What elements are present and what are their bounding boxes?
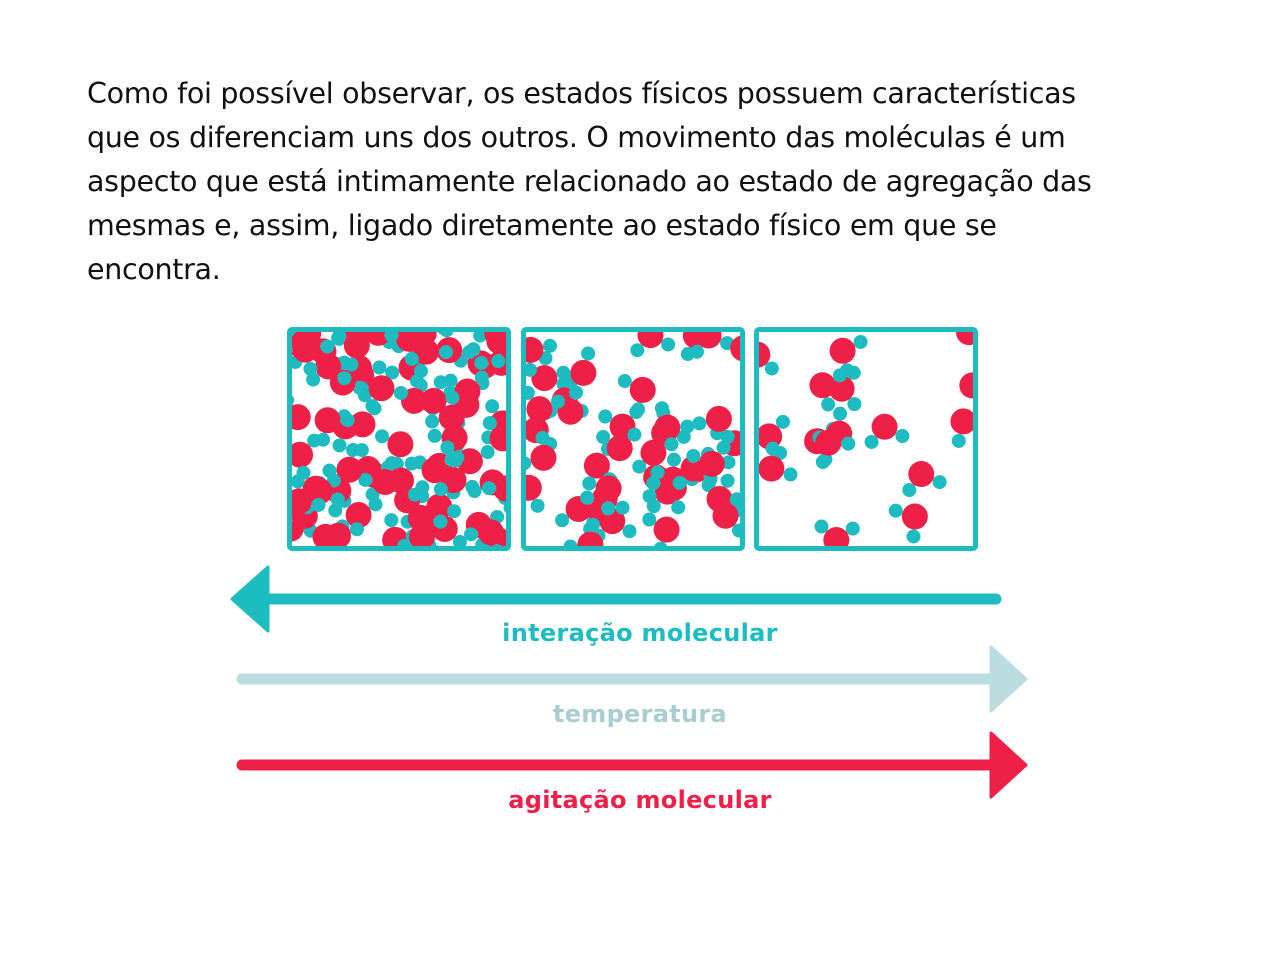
water-molecule [292,433,322,468]
gas-state-box [754,327,978,551]
water-molecule [596,427,642,462]
water-molecule [332,332,370,372]
temperature-arrow [236,645,1028,713]
liquid-molecules-illustration [526,332,740,546]
temperature-label: temperatura [552,700,728,728]
paragraph-line: mesmas e, assim, ligado diretamente ao e… [87,209,997,242]
water-molecule [421,452,459,497]
water-molecule [959,372,973,399]
water-molecule [526,430,557,471]
interaction-arrow [230,565,1002,633]
water-molecule [337,493,383,529]
water-molecule [759,441,798,482]
water-molecule [526,474,545,513]
liquid-state-box [521,327,745,551]
water-molecule [689,332,735,359]
water-molecule [956,332,973,346]
water-molecule [642,512,680,546]
water-molecule [482,475,506,501]
water-molecule [640,437,679,480]
water-molecule [325,522,364,546]
paragraph-line: aspecto que está intimamente relacionado… [87,165,1092,198]
water-molecule [902,461,947,498]
water-molecule [306,353,352,387]
solid-state-box [287,327,511,551]
water-molecule [482,416,506,452]
water-molecule [814,519,860,546]
water-molecule [617,374,656,417]
water-molecule [292,395,311,431]
water-molecule [692,405,735,444]
water-molecule [829,334,868,378]
water-molecule [526,336,557,377]
water-molecule [425,390,465,431]
water-molecule [397,523,439,546]
gas-molecules-illustration [759,332,973,546]
solid-molecules-illustration [292,332,506,546]
water-molecule [464,519,504,546]
water-molecule [484,332,506,347]
agitation-label: agitação molecular [508,786,772,814]
water-molecule [864,413,910,449]
water-molecule [292,474,326,515]
water-molecule [563,517,604,546]
paragraph-line: Como foi possível observar, os estados f… [87,77,1076,110]
water-molecule [556,346,597,386]
water-molecule [387,456,423,502]
water-molecule [322,443,363,483]
water-molecule [526,385,565,423]
water-molecule [712,492,740,538]
water-molecule [582,475,622,516]
water-molecule [443,370,489,405]
agitation-arrow [236,731,1028,799]
water-molecule [294,332,335,355]
water-molecule [384,332,424,366]
paragraph-line: que os diferenciam uns dos outros. O mov… [87,121,1066,154]
intro-paragraph: Como foi possível observar, os estados f… [87,72,1207,292]
water-molecule [730,335,740,361]
water-molecule [630,332,676,358]
paragraph-line: encontra. [87,253,221,286]
water-molecule [654,401,695,441]
water-molecule [759,341,779,376]
water-molecule [686,440,731,477]
water-molecule [815,429,856,469]
water-molecule [950,408,973,448]
interaction-label: interação molecular [502,619,778,647]
water-molecule [888,503,928,544]
